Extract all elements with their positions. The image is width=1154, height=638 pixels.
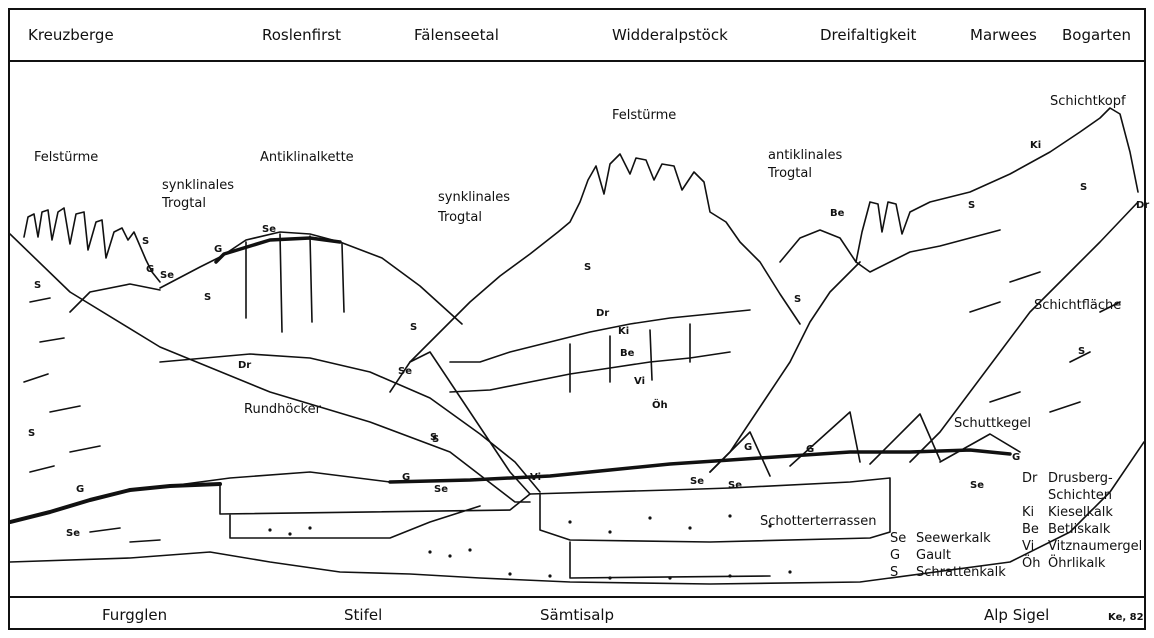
label-synklinales-trogtal-2b: Trogtal <box>438 210 482 225</box>
label-felstuerme-left: Felstürme <box>34 150 98 165</box>
legend-label: Vitznaumergel <box>1048 539 1142 554</box>
mark-g: G <box>76 484 84 495</box>
mark-ki: Ki <box>1030 140 1041 151</box>
mark-se: Se <box>66 528 80 539</box>
mark-s: S <box>1078 346 1085 357</box>
mark-dr: Dr <box>596 308 609 319</box>
place-dreifaltigkeit: Dreifaltigkeit <box>820 26 916 44</box>
place-alp-sigel: Alp Sigel <box>984 606 1049 624</box>
mark-oeh: Öh <box>652 400 668 411</box>
signature: Ke, 82 <box>1108 612 1144 623</box>
mark-g: G <box>806 444 814 455</box>
place-roslenfirst: Roslenfirst <box>262 26 341 44</box>
place-faelenseetal: Fälenseetal <box>414 26 499 44</box>
mark-s: S <box>34 280 41 291</box>
label-antiklinales-trogtal-b: Trogtal <box>768 166 812 181</box>
place-furgglen: Furgglen <box>102 606 167 624</box>
mark-ki: Ki <box>618 326 629 337</box>
legend-abbr: S <box>890 564 916 581</box>
legend-label: Öhrlikalk <box>1048 556 1105 571</box>
label-felstuerme-center: Felstürme <box>612 108 676 123</box>
mark-dr: Dr <box>1136 200 1149 211</box>
place-bogarten: Bogarten <box>1062 26 1131 44</box>
mark-g: G <box>1012 452 1020 463</box>
legend-label: Schrattenkalk <box>916 565 1006 580</box>
mark-dr: Dr <box>238 360 251 371</box>
label-synklinales-trogtal-2a: synklinales <box>438 190 510 205</box>
place-saemtisalp: Sämtisalp <box>540 606 614 624</box>
label-synklinales-trogtal-1a: synklinales <box>162 178 234 193</box>
legend-abbr: Ki <box>1022 504 1048 521</box>
legend-label: Kieselkalk <box>1048 505 1113 520</box>
mark-be: Be <box>830 208 844 219</box>
place-stifel: Stifel <box>344 606 382 624</box>
place-widderalpstoeck: Widderalpstöck <box>612 26 728 44</box>
label-schotterterrassen: Schotterterrassen <box>760 514 876 529</box>
mark-se: Se <box>728 480 742 491</box>
label-schuttkegel: Schuttkegel <box>954 416 1031 431</box>
mark-s: S <box>410 322 417 333</box>
label-schichtkopf: Schichtkopf <box>1050 94 1126 109</box>
place-kreuzberge: Kreuzberge <box>28 26 114 44</box>
mark-s: S <box>28 428 35 439</box>
legend-label: Drusberg- <box>1048 471 1113 486</box>
legend-abbr: G <box>890 547 916 564</box>
mark-g: G <box>214 244 222 255</box>
mark-se: Se <box>398 366 412 377</box>
mark-s: S <box>584 262 591 273</box>
place-marwees: Marwees <box>970 26 1037 44</box>
mark-se: Se <box>160 270 174 281</box>
mark-be: Be <box>620 348 634 359</box>
mark-vi: Vi <box>634 376 645 387</box>
legend-label: Seewerkalk <box>916 531 991 546</box>
label-antiklinales-trogtal-a: antiklinales <box>768 148 842 163</box>
legend-item: Schichten <box>1022 487 1142 504</box>
mark-se: Se <box>970 480 984 491</box>
label-rundhoecker: Rundhöcker <box>244 402 321 417</box>
mark-g: G <box>402 472 410 483</box>
mark-vi: Vi <box>530 472 541 483</box>
left-towers-outline <box>24 208 160 282</box>
legend-abbr: Se <box>890 530 916 547</box>
mark-se: Se <box>262 224 276 235</box>
legend-abbr: Dr <box>1022 470 1048 487</box>
mark-s: S <box>794 294 801 305</box>
legend-label: Betliskalk <box>1048 522 1110 537</box>
mark-s: S <box>204 292 211 303</box>
mark-se: Se <box>690 476 704 487</box>
mark-g: G <box>744 442 752 453</box>
mark-s: S <box>432 434 439 445</box>
mark-s: S <box>1080 182 1087 193</box>
label-antiklinalkette: Antiklinalkette <box>260 150 354 165</box>
legend-abbr: Öh <box>1022 555 1048 572</box>
mark-g: G <box>146 264 154 275</box>
mark-se: Se <box>434 484 448 495</box>
geological-panorama-sketch <box>10 62 1144 596</box>
legend-label: Schichten <box>1048 488 1112 503</box>
label-schichtflaeche: Schichtfläche <box>1034 298 1121 313</box>
mark-s: S <box>968 200 975 211</box>
mark-s: S <box>142 236 149 247</box>
rundhoecker-outline <box>160 354 540 492</box>
legend-abbr: Vi <box>1022 538 1048 555</box>
legend-abbr: Be <box>1022 521 1048 538</box>
left-slope-outline <box>10 234 530 502</box>
label-synklinales-trogtal-1b: Trogtal <box>162 196 206 211</box>
legend-label: Gault <box>916 548 951 563</box>
